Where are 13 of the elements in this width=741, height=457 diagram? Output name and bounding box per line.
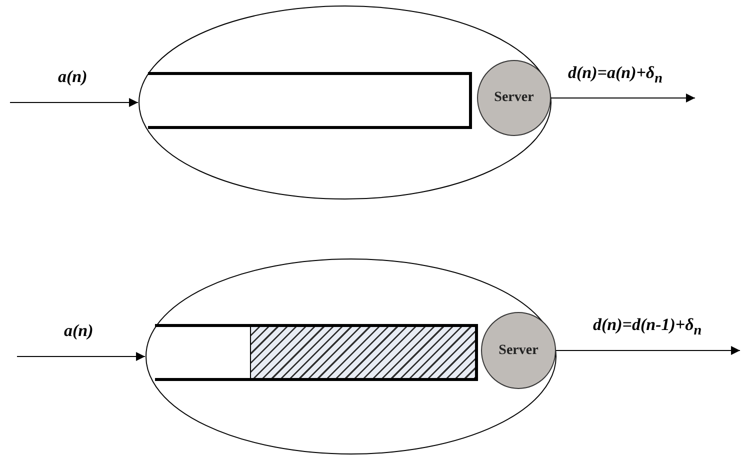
arrow [556,346,740,355]
occupied-queue-block [250,327,475,378]
arrow [10,98,138,107]
queue-buffer [155,324,478,381]
edge-label: a(n) [58,68,88,87]
queue-buffer [148,72,472,129]
server-circle: Server [481,312,556,389]
arrow [550,94,696,102]
edge-label: a(n) [64,322,94,341]
server-circle: Server [477,60,551,136]
arrow [16,352,146,361]
system-ellipse [138,5,552,200]
system-ellipse [145,258,557,455]
